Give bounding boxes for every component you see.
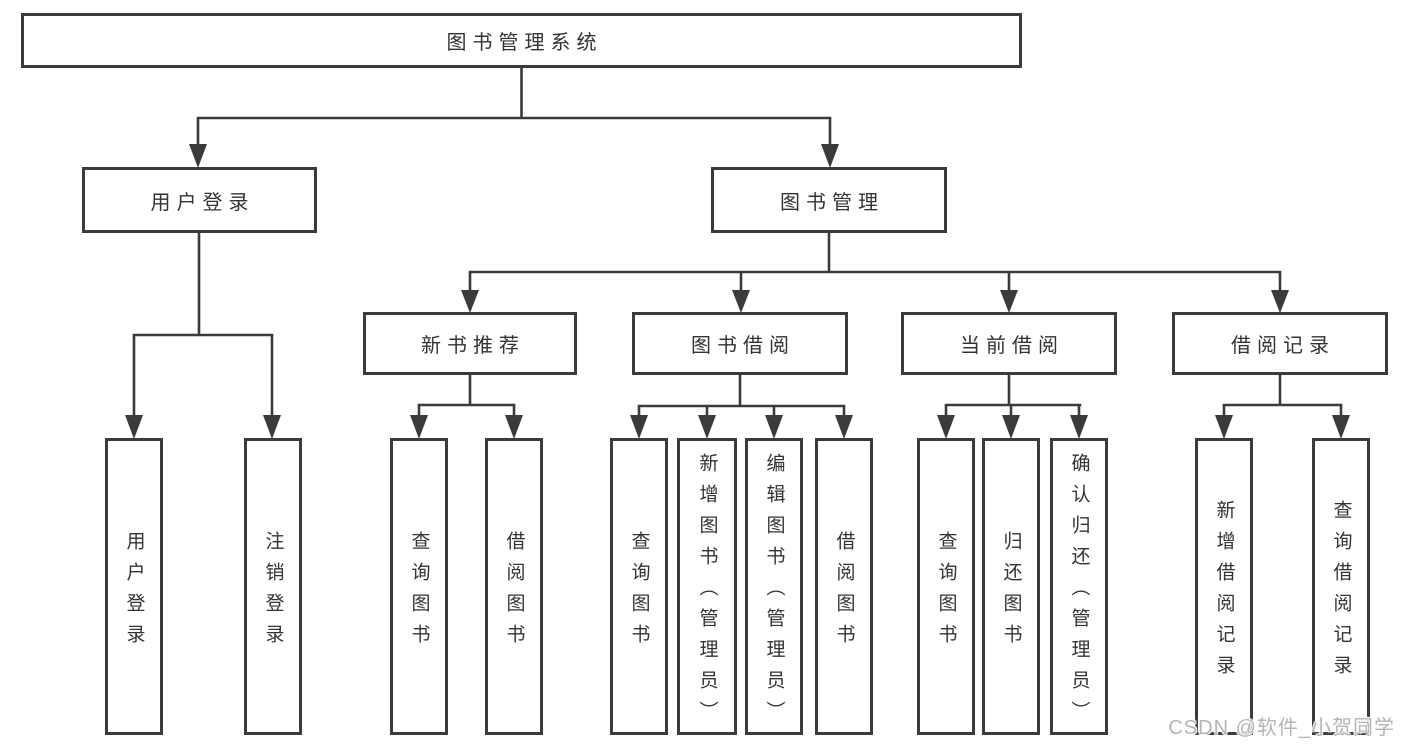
node-label: 查询借阅记录 (1330, 499, 1352, 686)
leaf-add-books-admin: 新增图书（管理员） (677, 438, 737, 735)
node-borrow-records: 借阅记录 (1172, 312, 1388, 375)
node-label: 编辑图书（管理员） (763, 453, 785, 732)
csdn-watermark: CSDN @软件_小贺同学 (1168, 717, 1395, 739)
node-label: 图书管理系统 (446, 32, 603, 54)
node-library-system-root: 图书管理系统 (21, 13, 1022, 68)
node-label: 查询图书 (408, 530, 430, 655)
leaf-user-login: 用户登录 (105, 438, 163, 735)
node-label: 归还图书 (1000, 530, 1022, 655)
node-label: 用户登录 (123, 530, 145, 655)
node-label: 借阅记录 (1231, 335, 1335, 357)
node-label: 新增借阅记录 (1213, 499, 1235, 686)
node-label: 注销登录 (262, 530, 284, 655)
node-label: 图书管理 (780, 191, 884, 214)
leaf-query-books-recommend: 查询图书 (390, 438, 448, 735)
node-label: 查询图书 (628, 530, 650, 655)
leaf-query-borrow-record: 查询借阅记录 (1312, 438, 1370, 735)
node-book-borrow: 图书借阅 (632, 312, 848, 375)
leaf-logout: 注销登录 (244, 438, 302, 735)
node-label: 借阅图书 (503, 530, 525, 655)
leaf-query-books-current: 查询图书 (917, 438, 975, 735)
leaf-borrow-books: 借阅图书 (815, 438, 873, 735)
node-label: 新增图书（管理员） (696, 453, 718, 732)
leaf-borrow-books-recommend: 借阅图书 (485, 438, 543, 735)
node-new-book-recommend: 新书推荐 (363, 312, 577, 375)
node-label: 当前借阅 (960, 335, 1064, 357)
leaf-edit-books-admin: 编辑图书（管理员） (745, 438, 803, 735)
node-book-management: 图书管理 (711, 167, 947, 233)
node-label: 新书推荐 (421, 335, 525, 357)
node-current-borrow: 当前借阅 (901, 312, 1117, 375)
node-label: 借阅图书 (833, 530, 855, 655)
leaf-confirm-return-admin: 确认归还（管理员） (1050, 438, 1108, 735)
node-user-login: 用户登录 (82, 167, 317, 233)
leaf-return-books: 归还图书 (982, 438, 1040, 735)
node-label: 图书借阅 (691, 335, 795, 357)
node-label: 确认归还（管理员） (1068, 453, 1090, 732)
node-label: 查询图书 (935, 530, 957, 655)
leaf-add-borrow-record: 新增借阅记录 (1195, 438, 1253, 735)
leaf-query-books-borrow: 查询图书 (610, 438, 668, 735)
node-label: 用户登录 (150, 191, 255, 214)
